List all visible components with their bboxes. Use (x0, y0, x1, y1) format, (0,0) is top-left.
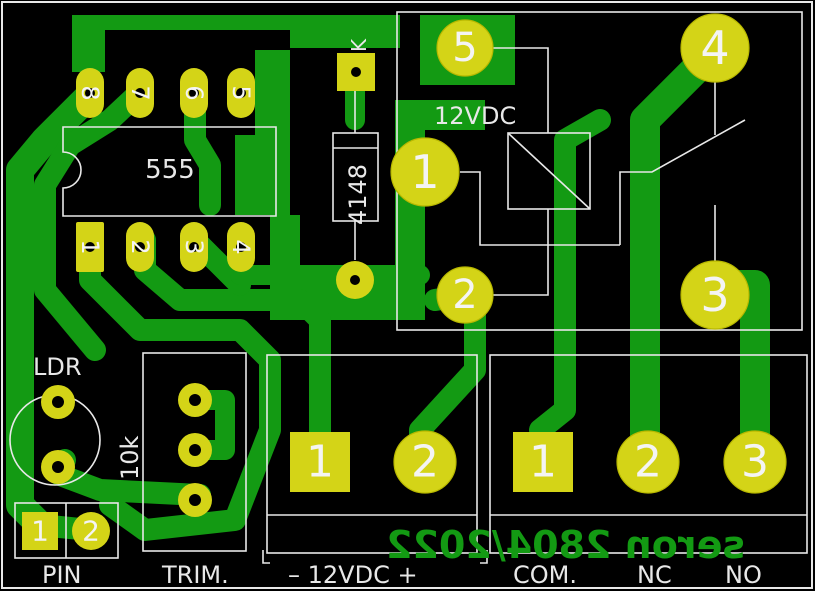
svg-text:7: 7 (126, 85, 154, 100)
svg-text:2: 2 (411, 437, 439, 488)
power-terminal-pad-2: 2 (393, 430, 457, 494)
svg-text:4: 4 (700, 21, 729, 75)
trimmer-pad-1 (178, 383, 212, 417)
output-terminal-pad-nc: 2 (616, 430, 680, 494)
relay-voltage-label: 12VDC (434, 102, 516, 130)
trim-label: TRIM. (161, 561, 229, 589)
relay-pad-4: 4 (680, 13, 750, 83)
pin-header-pad-2: 2 (72, 512, 110, 550)
svg-text:1: 1 (529, 437, 557, 488)
svg-text:3: 3 (180, 239, 208, 254)
relay-pad-5: 5 (436, 19, 494, 77)
svg-text:3: 3 (700, 268, 729, 322)
pin-header-pad-1: 1 (22, 512, 58, 550)
svg-text:1: 1 (410, 145, 439, 199)
power-terminal-pad-1: 1 (290, 432, 350, 492)
ic-label: 555 (145, 155, 195, 185)
svg-text:2: 2 (452, 272, 477, 318)
relay-pad-2: 2 (436, 266, 494, 324)
svg-text:2: 2 (634, 437, 662, 488)
nc-label: NC (637, 561, 672, 589)
ic-pad-7: 7 (126, 68, 154, 118)
output-terminal-pad-no: 3 (723, 430, 787, 494)
ic-pad-2: 2 (126, 222, 154, 272)
output-terminal-pad-com: 1 (513, 432, 573, 492)
silkscreen-layer: 555 4148 K 12VDC 10k LDR (9, 11, 808, 589)
ic-pad-3: 3 (180, 222, 208, 272)
ldr-pad-1 (41, 385, 75, 419)
diode-label: 4148 (344, 164, 372, 225)
com-label: COM. (513, 561, 577, 589)
trimmer-label: 10k (116, 435, 144, 480)
svg-text:6: 6 (180, 85, 208, 100)
svg-text:1: 1 (306, 437, 334, 488)
ic-pad-1: 1 (76, 222, 104, 272)
no-label: NO (725, 561, 762, 589)
pads-layer: 8 7 6 5 1 2 3 (22, 13, 787, 550)
trimmer-pad-2 (178, 433, 212, 467)
diode-pad-a (336, 261, 374, 299)
relay-pad-1: 1 (390, 137, 460, 207)
ic-pad-4: 4 (227, 222, 255, 272)
svg-text:8: 8 (76, 85, 104, 100)
ldr-label: LDR (33, 353, 82, 381)
relay-pad-3: 3 (680, 260, 750, 330)
trimmer-pad-3 (178, 483, 212, 517)
svg-text:2: 2 (126, 239, 154, 254)
ldr-pad-2 (41, 450, 75, 484)
power-label: – 12VDC + (288, 561, 418, 589)
svg-text:2: 2 (82, 515, 100, 548)
svg-text:5: 5 (452, 25, 477, 71)
ic-pad-8: 8 (76, 68, 104, 118)
svg-text:4: 4 (227, 239, 255, 254)
diode-k-label: K (347, 38, 371, 52)
ic-pad-6: 6 (180, 68, 208, 118)
svg-text:5: 5 (227, 85, 255, 100)
copper-signature: seron 2804/2022 (386, 523, 745, 567)
svg-text:3: 3 (741, 437, 769, 488)
svg-text:1: 1 (31, 515, 49, 548)
pin-label: PIN (42, 561, 82, 589)
diode-pad-k (337, 53, 375, 91)
svg-text:1: 1 (76, 239, 104, 254)
ic-pad-5: 5 (227, 68, 255, 118)
